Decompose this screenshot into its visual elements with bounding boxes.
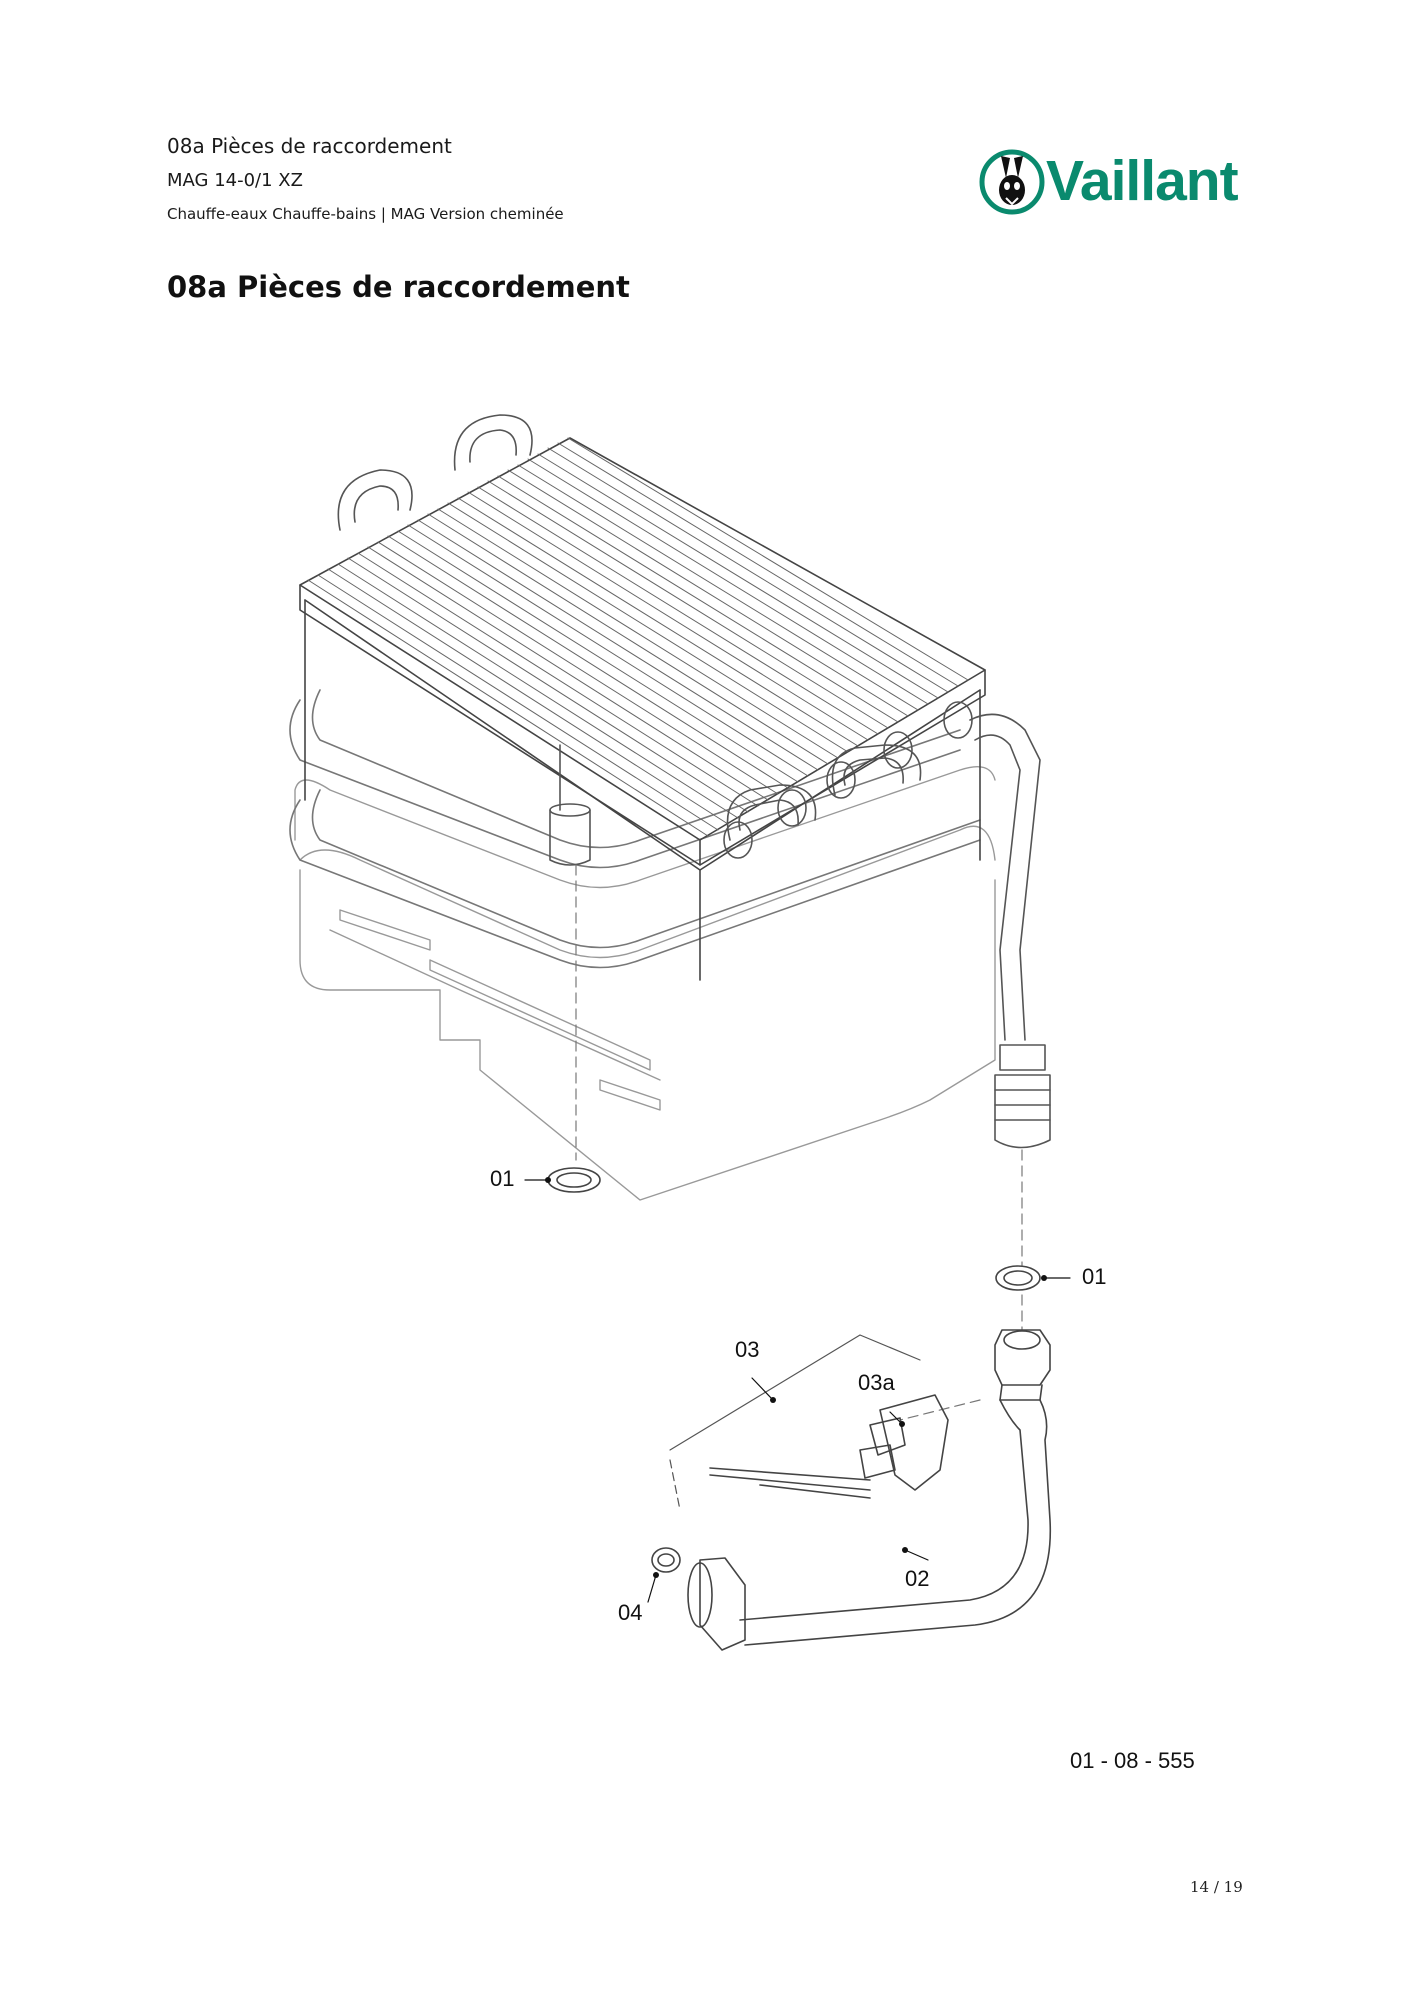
callout-01-left: 01 — [490, 1166, 515, 1191]
outlet-pipe — [969, 713, 1051, 1149]
heat-exchanger-body — [304, 599, 981, 981]
callout-01-right: 01 — [1082, 1264, 1107, 1289]
drawing-reference-number: 01 - 08 - 555 — [1070, 1748, 1195, 1773]
callout-02: 02 — [905, 1566, 930, 1591]
assembly-dashed-lines — [575, 864, 1023, 1421]
header-model: MAG 14-0/1 XZ — [167, 170, 303, 191]
sensor-post — [549, 744, 591, 866]
callout-03: 03 — [735, 1337, 760, 1362]
header-subtitle: Chauffe-eaux Chauffe-bains | MAG Version… — [167, 205, 564, 223]
callout-dots — [545, 1177, 1047, 1578]
rabbit-logo-icon — [979, 149, 1045, 215]
page-number: 14 / 19 — [1190, 1878, 1243, 1896]
sensor-kit-bracket-03 — [669, 1334, 921, 1511]
connection-pipe-02 — [687, 1329, 1052, 1651]
rear-tube-bends — [337, 414, 533, 531]
callout-leaders — [524, 1179, 1071, 1603]
brand-wordmark: Vaillant — [1046, 149, 1239, 213]
page-heading: 08a Pièces de raccordement — [167, 270, 630, 304]
temperature-sensor-03a — [709, 1394, 949, 1499]
callout-03a: 03a — [858, 1370, 895, 1395]
gasket-01-right — [995, 1265, 1041, 1291]
gasket-01-left — [547, 1167, 601, 1193]
callout-04: 04 — [618, 1600, 643, 1625]
front-tube-bends — [723, 701, 973, 859]
burner-tube-loops — [289, 689, 981, 969]
gasket-04 — [651, 1547, 681, 1573]
fin-lines — [307, 437, 969, 837]
header-section-title: 08a Pièces de raccordement — [167, 134, 452, 158]
